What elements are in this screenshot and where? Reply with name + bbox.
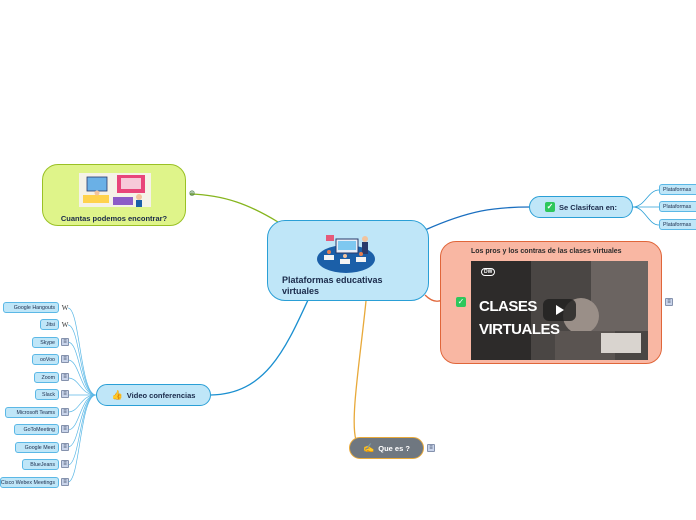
central-title: Plataformas educativas virtuales (282, 275, 383, 296)
link-green (189, 193, 279, 223)
classify-title: Se Clasifcan en: (559, 202, 617, 212)
play-button[interactable] (543, 299, 576, 321)
que-es-node[interactable]: ✍ Que es ? (349, 437, 424, 459)
notes-icon[interactable]: ≡ (665, 298, 673, 306)
notes-icon[interactable]: ≡ (61, 443, 69, 451)
vc-item[interactable]: Slack (35, 389, 59, 400)
classify-node[interactable]: ✓ Se Clasifcan en: (529, 196, 633, 218)
wikipedia-icon[interactable]: W (61, 304, 69, 312)
green-node-title: Cuantas podemos encontrar? (60, 214, 168, 223)
link-video (210, 299, 309, 396)
link-classify (424, 206, 531, 231)
video-conferences-node[interactable]: 👍 Video conferencias (96, 384, 211, 406)
people-illustration (79, 173, 151, 207)
notes-icon[interactable]: ≡ (61, 338, 69, 346)
video-title-line1: CLASES (479, 298, 537, 315)
notes-icon[interactable]: ≡ (61, 355, 69, 363)
pros-cons-title: Los pros y los contras de las clases vir… (471, 248, 622, 255)
checkmark-icon: ✓ (545, 202, 556, 212)
green-node[interactable]: Cuantas podemos encontrar? (42, 164, 186, 226)
vc-item[interactable]: Skype (32, 337, 59, 348)
central-node[interactable]: Plataformas educativas virtuales (267, 220, 429, 301)
notes-icon[interactable]: ≡ (61, 478, 69, 486)
thumbs-up-icon: 👍 (111, 389, 123, 400)
classify-child[interactable]: Plataformas (659, 201, 696, 212)
classroom-illustration (317, 235, 375, 273)
pros-cons-node[interactable]: Los pros y los contras de las clases vir… (440, 241, 662, 364)
notes-icon[interactable]: ≡ (61, 425, 69, 433)
vc-item[interactable]: Jitsi (40, 319, 59, 330)
notes-icon[interactable]: ≡ (427, 444, 435, 452)
vc-item[interactable]: Google Hangouts (3, 302, 59, 313)
video-conferences-title: Video conferencias (126, 390, 196, 400)
notes-icon[interactable]: ≡ (61, 373, 69, 381)
vc-item[interactable]: Microsoft Teams (5, 407, 59, 418)
vc-item[interactable]: Zoom (34, 372, 59, 383)
classify-child[interactable]: Plataformas (659, 184, 696, 195)
notes-icon[interactable]: ≡ (61, 390, 69, 398)
classify-child[interactable]: Plataformas (659, 219, 696, 230)
classify-branches (632, 189, 660, 226)
vc-item[interactable]: Google Meet (15, 442, 59, 453)
video-branches (67, 307, 97, 483)
link-que (353, 300, 367, 441)
video-title-line2: VIRTUALES (479, 321, 560, 338)
play-icon (556, 305, 564, 315)
checkmark-icon: ✓ (456, 297, 466, 307)
vc-item[interactable]: BlueJeans (22, 459, 59, 470)
writing-hand-icon: ✍ (363, 442, 375, 453)
wikipedia-icon[interactable]: W (61, 321, 69, 329)
vc-item[interactable]: GoToMeeting (14, 424, 59, 435)
vc-item[interactable]: ooVoo (32, 354, 59, 365)
notes-icon[interactable]: ≡ (61, 408, 69, 416)
vc-item[interactable]: Cisco Webex Meetings (0, 477, 59, 488)
video-thumbnail[interactable]: DW CLASES VIRTUALES (471, 261, 648, 360)
que-es-title: Que es ? (378, 443, 410, 453)
notes-icon[interactable]: ≡ (61, 460, 69, 468)
globe-icon[interactable]: ◍ (188, 190, 196, 197)
video-logo: DW (481, 268, 496, 276)
